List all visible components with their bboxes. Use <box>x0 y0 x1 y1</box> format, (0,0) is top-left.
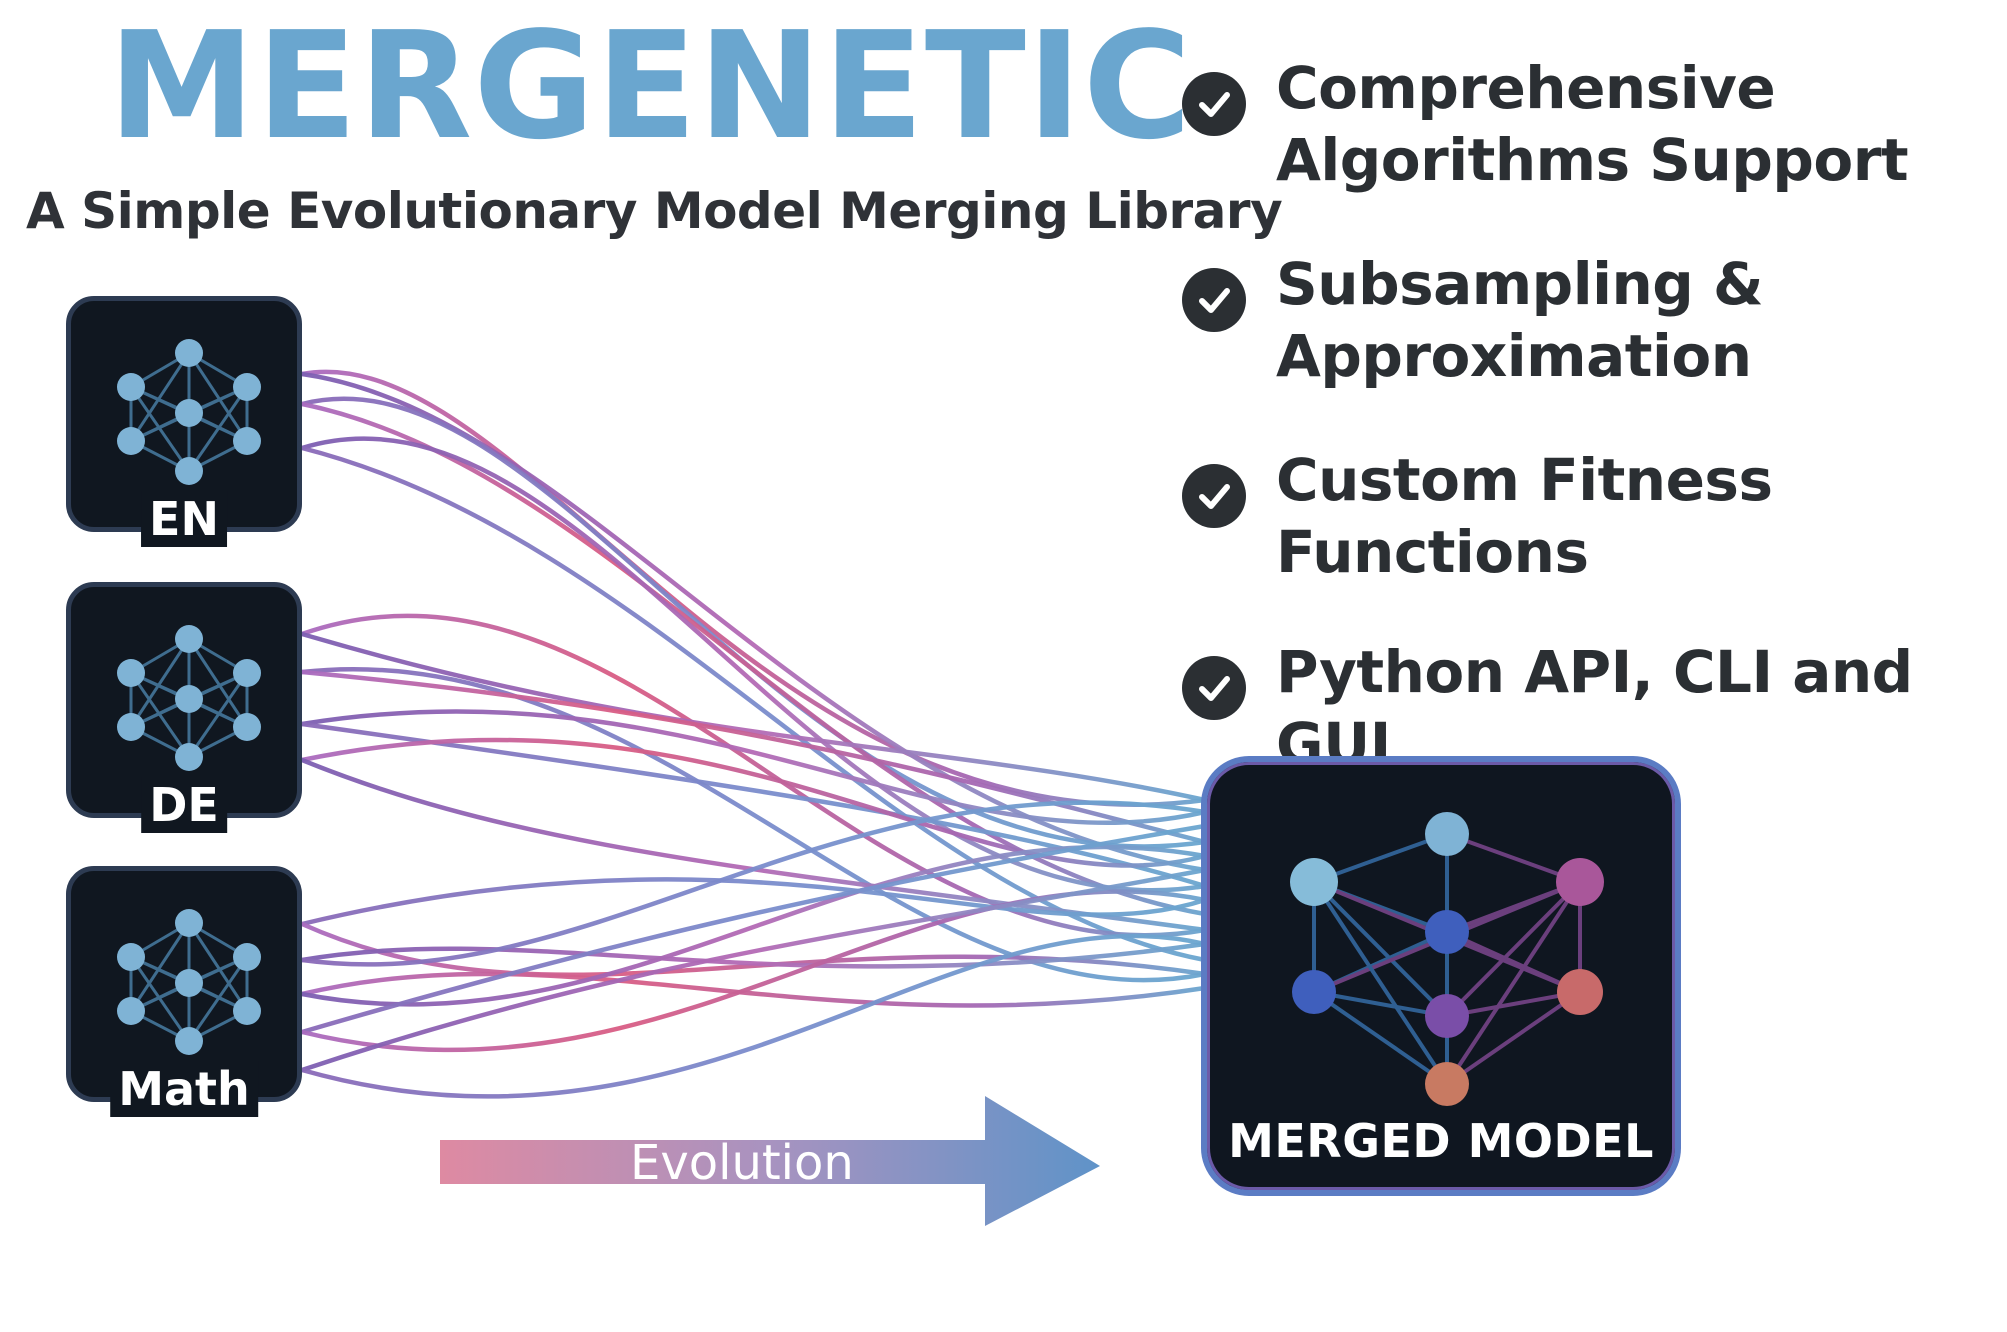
network-node <box>117 427 145 455</box>
connection-wire <box>299 867 1208 1073</box>
network-node <box>117 713 145 741</box>
network-edge <box>187 352 249 442</box>
connection-wire <box>299 757 1208 933</box>
network-edge <box>1312 880 1449 1086</box>
feature-item-fitness: Custom Fitness Functions <box>1182 444 1773 588</box>
network-node <box>1556 858 1604 906</box>
neural-network-icon <box>117 339 261 485</box>
network-node <box>233 713 261 741</box>
model-card-de: DE <box>66 582 302 833</box>
network-edge <box>187 638 249 728</box>
network-node <box>233 997 261 1025</box>
connection-wire <box>299 371 1208 873</box>
network-edge <box>1312 880 1449 1018</box>
model-label: EN <box>141 491 227 547</box>
network-edge <box>187 672 249 758</box>
neural-network-icon <box>117 909 261 1055</box>
model-card-math: Math <box>66 866 302 1117</box>
network-edge <box>1313 990 1448 1018</box>
network-node <box>117 997 145 1025</box>
network-edge <box>129 386 191 472</box>
network-edge <box>187 922 249 1012</box>
model-label: Math <box>110 1061 258 1117</box>
network-node <box>1425 812 1469 856</box>
network-node <box>175 969 203 997</box>
connection-wire <box>299 971 1208 1008</box>
network-node <box>175 743 203 771</box>
connection-wire <box>299 667 1208 983</box>
feature-text: Comprehensive Algorithms Support <box>1276 54 1909 194</box>
connection-wire <box>299 396 1208 849</box>
connection-wire <box>299 933 1208 1099</box>
feature-text: Subsampling & Approximation <box>1276 250 1764 390</box>
network-node <box>233 373 261 401</box>
page-subtitle: A Simple Evolutionary Model Merging Libr… <box>26 182 1283 240</box>
network-edge <box>129 352 191 442</box>
merged-model-card: MERGED MODEL <box>1201 756 1681 1196</box>
connection-wire <box>299 823 1208 1035</box>
network-node <box>1425 1062 1469 1106</box>
network-node <box>233 659 261 687</box>
feature-text: Custom Fitness Functions <box>1276 446 1773 586</box>
network-edge <box>129 638 191 728</box>
feature-item-subsampling: Subsampling & Approximation <box>1182 248 1764 392</box>
network-node <box>1425 994 1469 1038</box>
connection-wire <box>299 737 1208 868</box>
network-edge <box>129 922 191 1012</box>
network-node <box>175 339 203 367</box>
network-node <box>1557 969 1603 1015</box>
network-node <box>175 685 203 713</box>
network-node <box>175 625 203 653</box>
feature-item-algorithms: Comprehensive Algorithms Support <box>1182 52 1909 196</box>
network-edge <box>187 386 249 472</box>
connection-wire <box>299 709 1208 826</box>
network-edge <box>129 672 191 758</box>
neural-network-icon <box>117 625 261 771</box>
connection-wire <box>299 877 1208 927</box>
connection-wire <box>299 800 1208 967</box>
evolution-label: Evolution <box>630 1135 854 1191</box>
network-node <box>117 373 145 401</box>
network-edge <box>1312 990 1449 1086</box>
network-edge <box>1445 880 1582 1086</box>
feature-item-api: Python API, CLI and GUI <box>1182 636 2007 780</box>
model-label: DE <box>141 777 227 833</box>
connection-wire <box>299 613 1208 938</box>
network-edge <box>129 956 191 1042</box>
network-node <box>175 399 203 427</box>
network-node <box>117 659 145 687</box>
model-card-en: EN <box>66 296 302 547</box>
merged-model-label: MERGED MODEL <box>1228 1114 1654 1168</box>
feature-text: Python API, CLI and GUI <box>1276 638 1913 778</box>
network-edge <box>187 956 249 1042</box>
page-title: MERGENETIC <box>108 0 1193 172</box>
network-node <box>233 943 261 971</box>
neural-network-icon <box>1290 812 1604 1106</box>
network-node <box>1290 858 1338 906</box>
connection-wire <box>299 631 1208 803</box>
connection-wire <box>299 941 1208 969</box>
network-node <box>1425 910 1469 954</box>
network-node <box>175 457 203 485</box>
check-circle-icon <box>1182 72 1246 136</box>
network-node <box>117 943 145 971</box>
network-node <box>175 1027 203 1055</box>
check-circle-icon <box>1182 268 1246 332</box>
network-node <box>175 909 203 937</box>
network-edge <box>1445 880 1582 1018</box>
check-circle-icon <box>1182 464 1246 528</box>
network-node <box>1292 970 1336 1014</box>
evolution-arrow-icon <box>440 1096 1100 1226</box>
connection-wire <box>299 669 1208 845</box>
connection-wire <box>299 436 1208 893</box>
network-node <box>233 427 261 455</box>
check-circle-icon <box>1182 656 1246 720</box>
connection-wire <box>299 721 1208 889</box>
network-edge <box>1445 990 1582 1086</box>
